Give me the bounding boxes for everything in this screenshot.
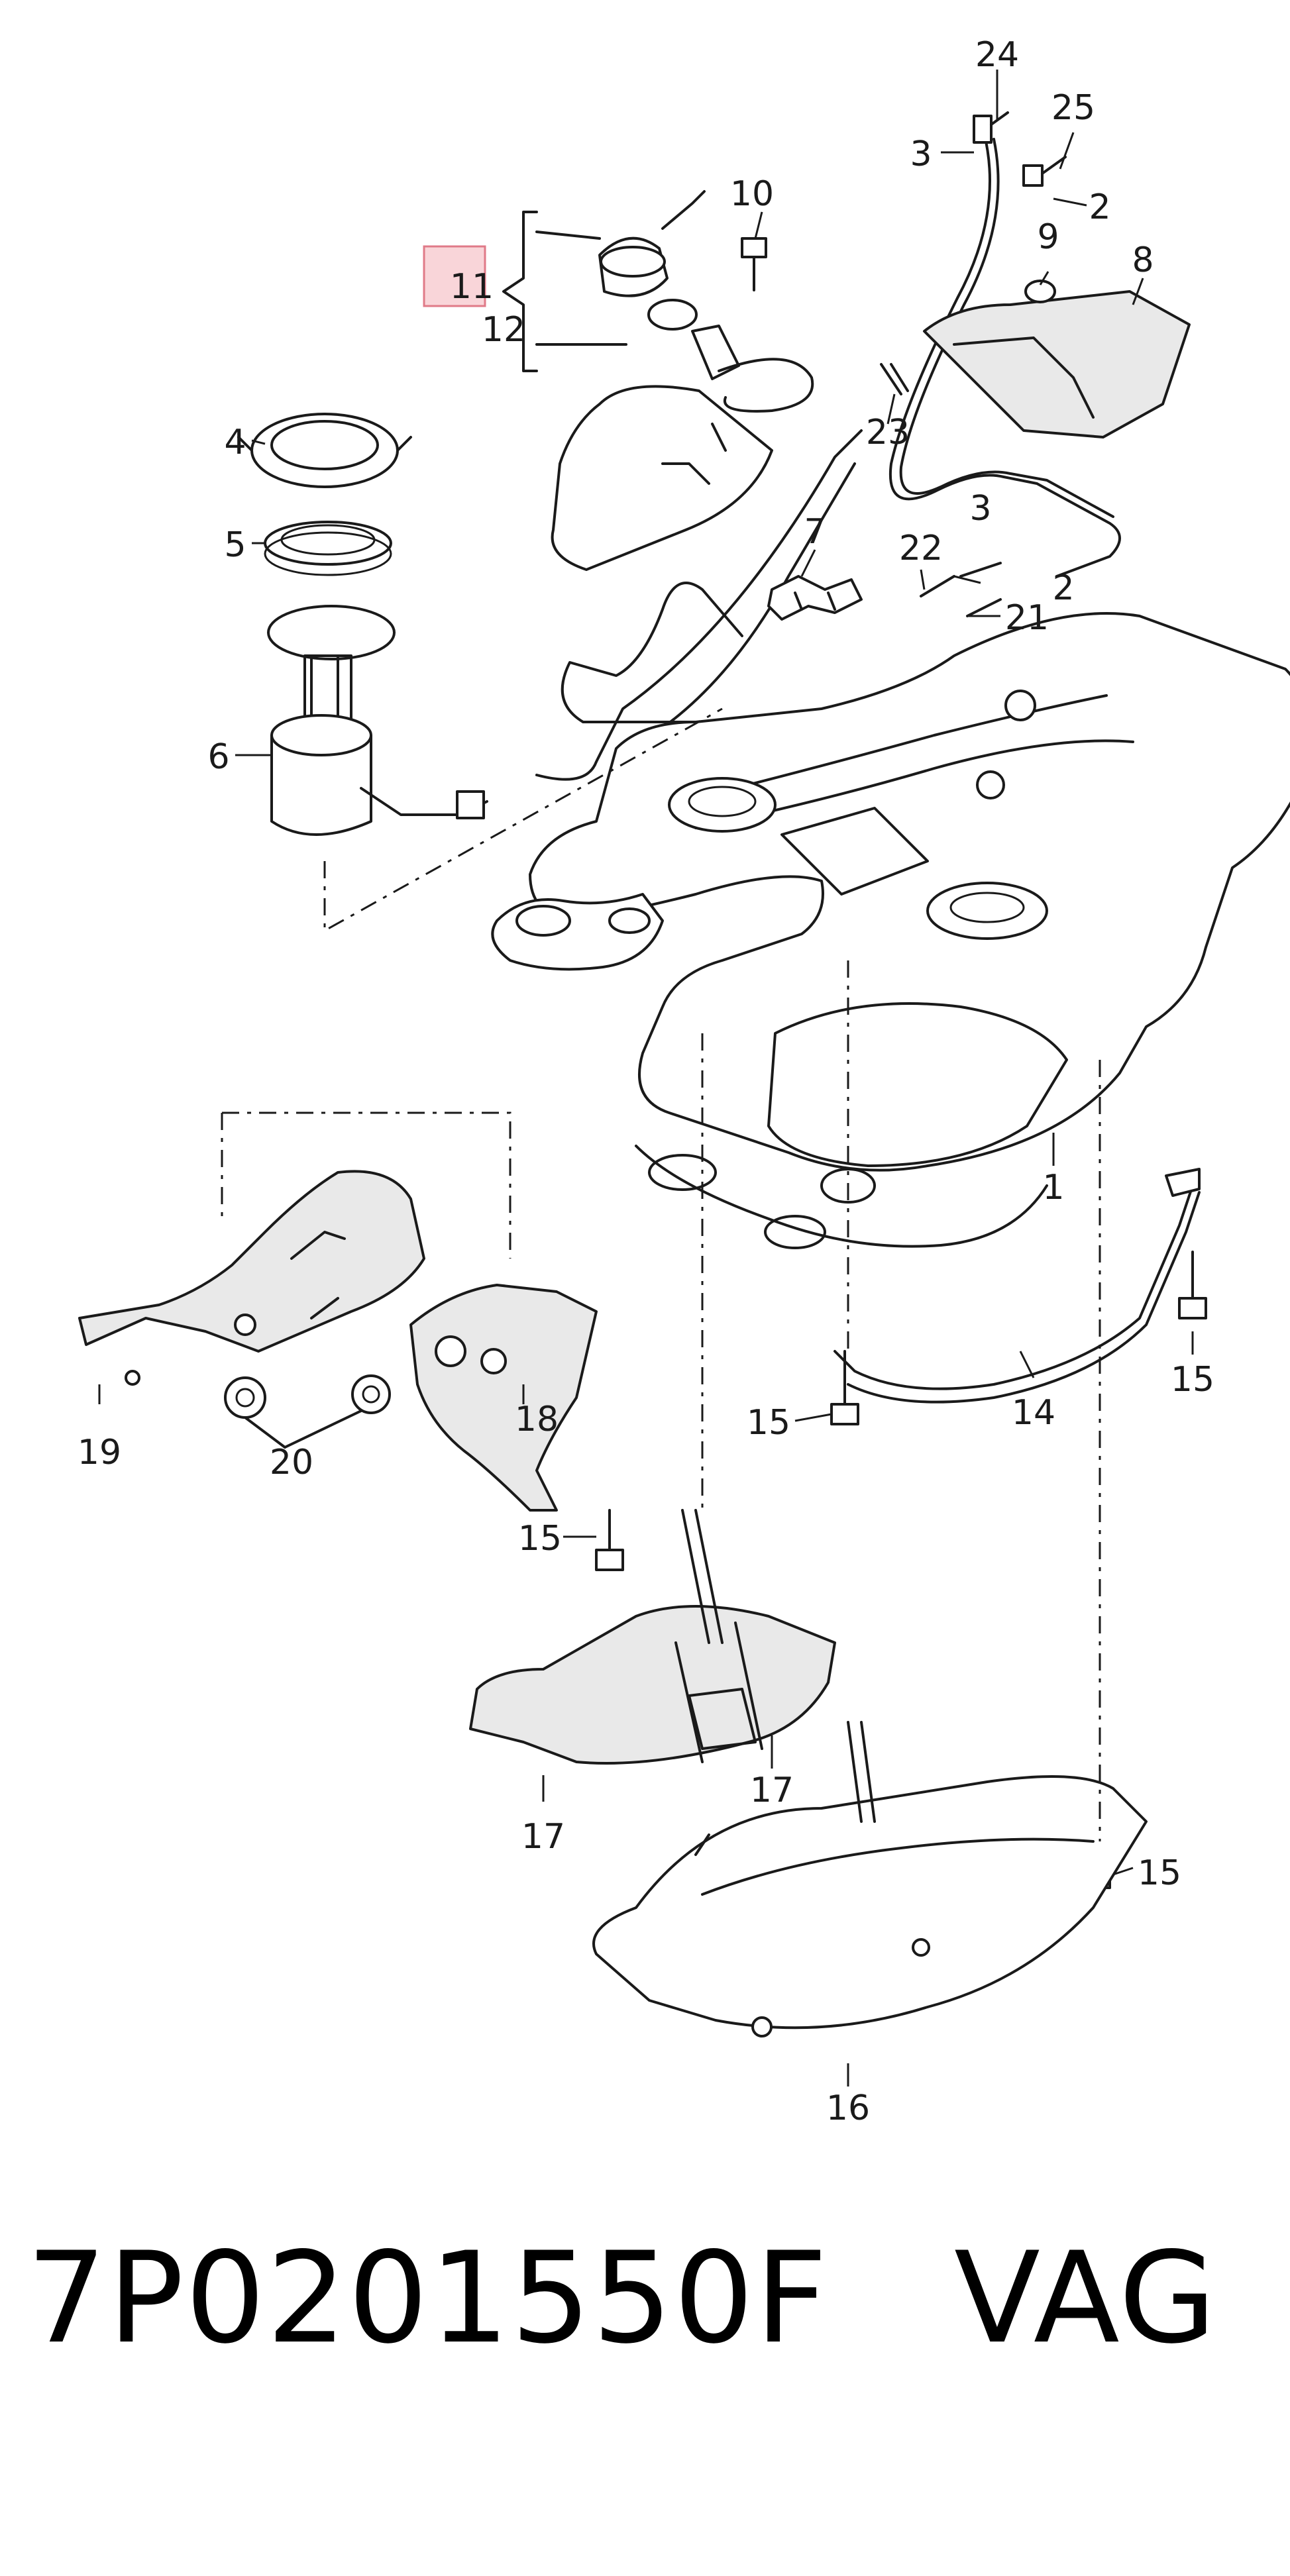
callout-15a: 15: [1171, 1360, 1214, 1400]
cover-8-part: [923, 280, 1191, 438]
heat-shield-19: [78, 1170, 425, 1386]
connector-24: [973, 111, 1009, 144]
connector-23: [880, 363, 909, 395]
brand-name: VAG: [954, 2225, 1218, 2371]
callout-10: 10: [730, 174, 774, 214]
callout-7: 7: [804, 512, 826, 552]
callout-17b: 17: [521, 1817, 565, 1857]
part-number: 7P0201550F: [27, 2225, 829, 2371]
callout-17a: 17: [750, 1771, 794, 1810]
callout-12: 12: [482, 310, 525, 350]
callout-5: 5: [224, 525, 246, 565]
leader-line: [244, 1410, 362, 1449]
callout-22: 22: [899, 529, 943, 568]
callout-24: 24: [975, 35, 1019, 75]
connector-25: [1022, 156, 1067, 187]
callout-1: 1: [1042, 1168, 1064, 1208]
fuel-tank-1: [491, 612, 1290, 1249]
callout-16: 16: [826, 2088, 870, 2128]
strap-14: [833, 1168, 1201, 1404]
bolt-10: [741, 237, 767, 258]
alignment-line: [323, 707, 723, 933]
callout-21: 21: [1005, 598, 1049, 638]
callout-11-highlight: [423, 245, 486, 307]
grommet-20b: [351, 1374, 391, 1414]
heat-shield-18: [409, 1284, 598, 1512]
callout-2b: 2: [1052, 568, 1074, 608]
callout-9: 9: [1037, 217, 1059, 257]
leader-lines: [98, 70, 1194, 2087]
callout-18: 18: [515, 1400, 559, 1439]
grommet-20a: [224, 1376, 266, 1419]
callout-20: 20: [270, 1443, 313, 1482]
callout-15c: 15: [518, 1519, 562, 1559]
filler-cap-part: [598, 190, 706, 331]
connector-22-21: [920, 562, 1002, 617]
callout-25: 25: [1051, 88, 1095, 128]
fuel-pump-6: [267, 605, 488, 836]
callout-3a: 3: [910, 134, 932, 174]
leader-line: [535, 231, 627, 346]
seal-5: [264, 521, 392, 576]
bracket-11: [502, 211, 538, 372]
heat-shield-17: [469, 1605, 836, 1765]
bolt-15-right: [1178, 1251, 1207, 1319]
callout-4: 4: [224, 423, 246, 462]
filler-neck-part: [551, 325, 814, 571]
callout-19: 19: [78, 1433, 121, 1472]
clip-7: [767, 575, 863, 621]
strap-17-rod: [681, 1509, 724, 1644]
callout-8: 8: [1132, 240, 1154, 280]
callout-11: 11: [450, 267, 494, 307]
bolt-15-left: [595, 1509, 624, 1571]
heat-shield-16: [592, 1721, 1148, 2037]
callout-23: 23: [866, 413, 910, 452]
locking-ring-4: [237, 413, 412, 488]
pump-connector: [456, 790, 485, 819]
callout-14: 14: [1012, 1393, 1055, 1433]
callout-2a: 2: [1089, 187, 1110, 227]
callout-6: 6: [207, 737, 229, 777]
bolt-15-center: [830, 1350, 859, 1425]
callout-15d: 15: [1138, 1853, 1181, 1893]
alignment-line: [222, 1111, 511, 1259]
fuel-lines-part: [535, 131, 1121, 843]
callout-15b: 15: [747, 1403, 790, 1443]
callout-3b: 3: [969, 489, 991, 529]
